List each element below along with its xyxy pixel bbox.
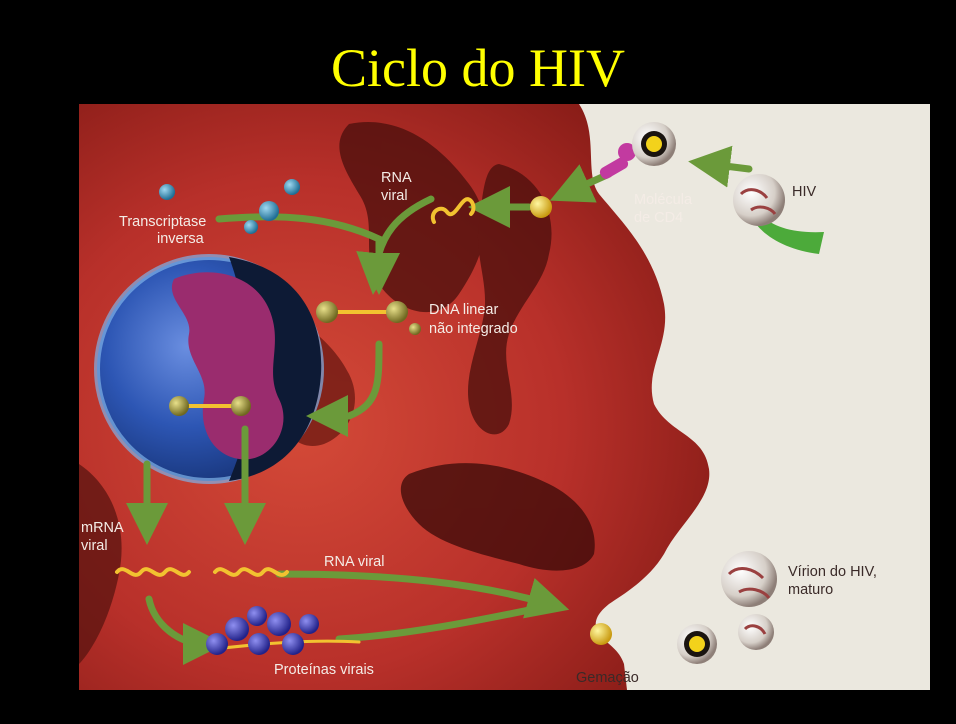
- label-dna-linear-line2: não integrado: [429, 321, 518, 337]
- hiv-virion-mature-2: [738, 614, 774, 650]
- viral-core: [530, 196, 552, 218]
- label-mrna-line2: viral: [81, 538, 108, 554]
- hiv-virion-mature-1: [721, 551, 777, 607]
- label-rna-viral-top-line2: viral: [381, 188, 408, 204]
- label-cd4-line1: Molécula: [634, 192, 693, 208]
- label-rna-viral-bottom: RNA viral: [324, 554, 384, 570]
- hiv-cycle-diagram: Transcriptase inversa RNA viral Molécula…: [79, 104, 930, 690]
- budding-core: [590, 623, 612, 645]
- label-hiv: HIV: [792, 184, 817, 200]
- hiv-virion-attached: [632, 122, 676, 166]
- label-virion-line2: maturo: [788, 582, 833, 598]
- label-dna-linear-line1: DNA linear: [429, 302, 498, 318]
- label-proteinas: Proteínas virais: [274, 662, 374, 678]
- nucleus: [97, 257, 321, 481]
- slide-title: Ciclo do HIV: [0, 38, 956, 98]
- hiv-virion-budded: [677, 624, 717, 664]
- label-gemacao: Gemação: [576, 670, 639, 686]
- label-transcriptase-line2: inversa: [157, 231, 205, 247]
- label-mrna-line1: mRNA: [81, 520, 124, 536]
- label-rna-viral-top-line1: RNA: [381, 170, 412, 186]
- label-cd4-line2: de CD4: [634, 210, 683, 226]
- label-virion-line1: Vírion do HIV,: [788, 564, 877, 580]
- hiv-virion-incoming: [733, 174, 785, 226]
- label-transcriptase-line1: Transcriptase: [119, 214, 206, 230]
